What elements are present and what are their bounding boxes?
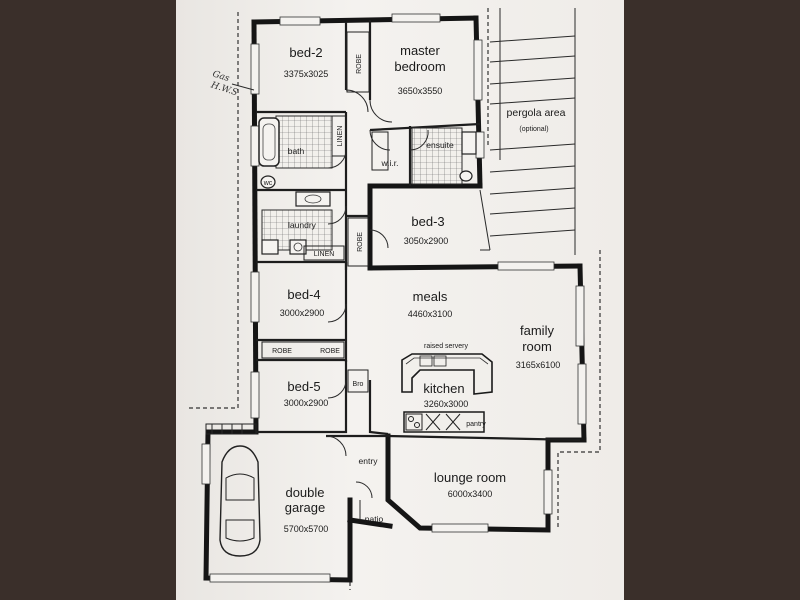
room-name-bath: bath bbox=[288, 146, 305, 156]
pergola-note: (optional) bbox=[519, 126, 548, 133]
room-name-entry: entry bbox=[359, 456, 379, 466]
pantry-label: pantry bbox=[466, 421, 486, 428]
room-dims-bed-4: 3000x2900 bbox=[280, 308, 325, 318]
linen-label-laundry: LINEN bbox=[314, 251, 335, 258]
room-name-ensuite: ensuite bbox=[426, 140, 454, 150]
room-dims-garage: 5700x5700 bbox=[284, 524, 329, 534]
doors bbox=[325, 89, 429, 520]
robe-label-bed-3: ROBE bbox=[357, 232, 364, 252]
room-name-wir: w.i.r. bbox=[380, 158, 398, 168]
bath-tub bbox=[258, 117, 280, 167]
room-name-laundry: laundry bbox=[288, 220, 317, 230]
windows bbox=[201, 13, 587, 583]
room-name-family-1: family bbox=[520, 323, 554, 338]
interior-walls bbox=[256, 20, 581, 442]
room-dims-lounge: 6000x3400 bbox=[448, 489, 493, 499]
kitchen-bench bbox=[401, 353, 493, 433]
room-name-garage-2: garage bbox=[285, 500, 325, 515]
pergola-slats bbox=[479, 8, 576, 255]
room-name-bed-3: bed-3 bbox=[411, 214, 444, 229]
fixtures bbox=[260, 131, 477, 255]
room-name-lounge: lounge room bbox=[434, 470, 506, 485]
cupboard-labels: ROBE LINEN ROBE LINEN ROBE ROBE Bro wc r… bbox=[263, 54, 487, 428]
handwritten-arrow bbox=[231, 83, 255, 91]
room-dims-bed-5: 3000x2900 bbox=[284, 398, 329, 408]
robe-label-bed-5: ROBE bbox=[320, 348, 340, 355]
broom-label: Bro bbox=[353, 381, 364, 388]
room-name-bed-5: bed-5 bbox=[287, 379, 320, 394]
entry-steps bbox=[205, 423, 257, 435]
room-name-master-1: master bbox=[400, 43, 440, 58]
room-name-patio: patio bbox=[365, 514, 384, 524]
cupboards bbox=[261, 31, 389, 393]
room-dims-bed-3: 3050x2900 bbox=[404, 236, 449, 246]
room-name-garage-1: double bbox=[285, 485, 324, 500]
handwritten-note: Gas H.W.S bbox=[209, 69, 239, 98]
room-dims-master: 3650x3550 bbox=[398, 86, 443, 96]
room-name-master-2: bedroom bbox=[394, 59, 445, 74]
room-dims-meals: 4460x3100 bbox=[408, 309, 453, 319]
exterior-walls bbox=[203, 15, 587, 583]
linen-label-bath: LINEN bbox=[337, 126, 344, 147]
wc-label: wc bbox=[263, 180, 273, 187]
room-name-family-2: room bbox=[522, 339, 552, 354]
car-outline bbox=[219, 445, 261, 557]
room-name-bed-2: bed-2 bbox=[289, 45, 322, 60]
room-dims-kitchen: 3260x3000 bbox=[424, 399, 469, 409]
room-name-meals: meals bbox=[413, 289, 448, 304]
room-dims-family: 3165x6100 bbox=[516, 360, 561, 370]
robe-label-bed-2: ROBE bbox=[356, 54, 363, 74]
room-name-bed-4: bed-4 bbox=[287, 287, 320, 302]
room-labels: bed-2 3375x3025 master bedroom 3650x3550… bbox=[280, 43, 566, 534]
room-name-kitchen: kitchen bbox=[423, 381, 464, 396]
pergola-label: pergola area bbox=[507, 107, 566, 119]
room-dims-bed-2: 3375x3025 bbox=[284, 69, 329, 79]
raised-servery-label: raised servery bbox=[424, 343, 468, 350]
robe-label-bed-4: ROBE bbox=[272, 348, 292, 355]
